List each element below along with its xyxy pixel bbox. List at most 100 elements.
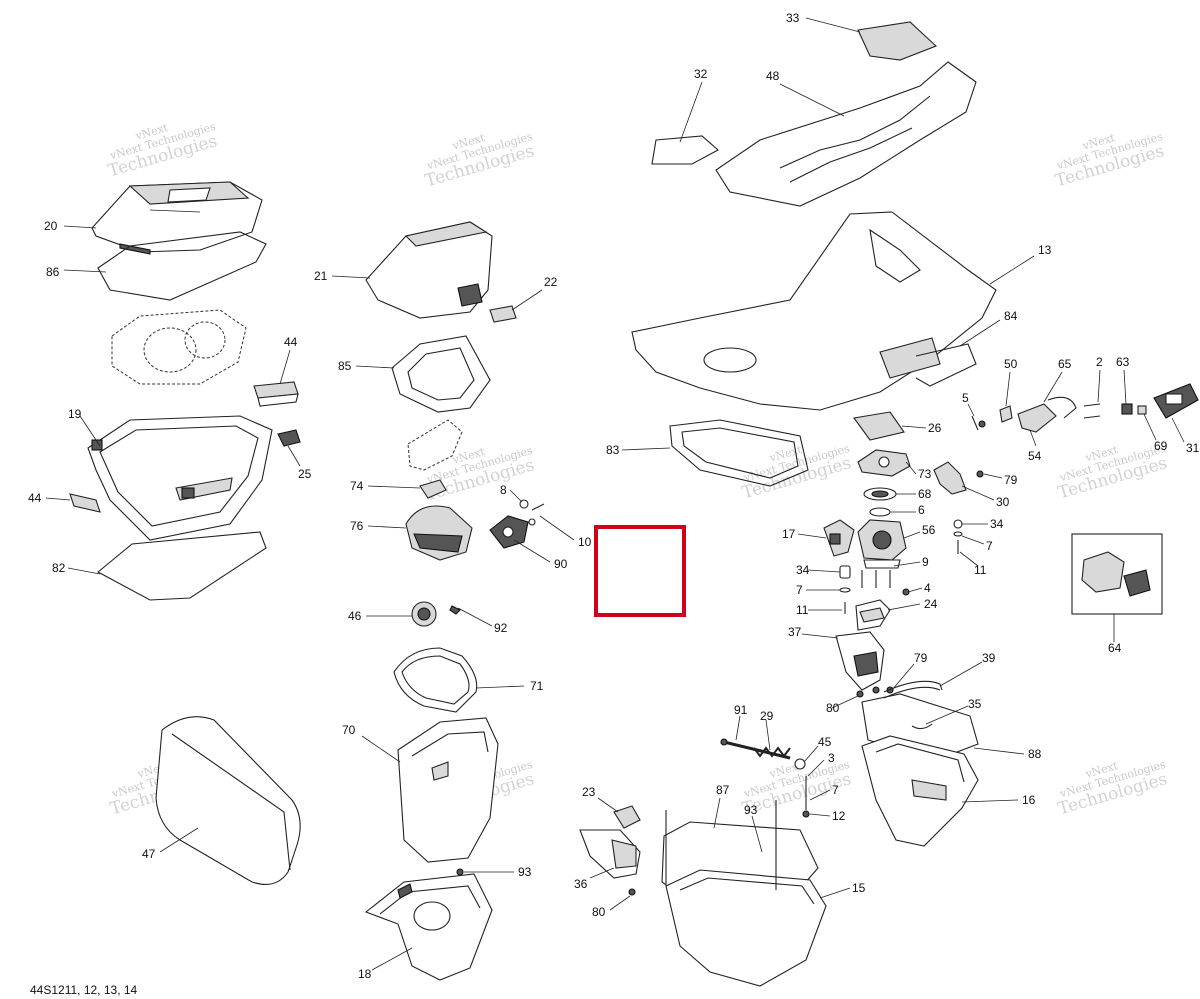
part-36-bracket: [579, 829, 641, 879]
part-92-pin: [449, 605, 461, 615]
part-85-frame: [391, 335, 491, 413]
part-16-lower-tub: [861, 735, 979, 847]
part-74-insert: [419, 479, 447, 499]
callout-31: 31: [1186, 441, 1200, 455]
part-37-latch-bracket: [835, 631, 885, 691]
part-56-lock-mechanism: [857, 519, 907, 569]
part-19-storage-bin: [87, 415, 273, 541]
highlight-box[interactable]: [594, 525, 686, 617]
part-35-clip: [911, 723, 933, 730]
callout-48: 48: [766, 69, 780, 83]
part-39-cable: [883, 680, 943, 699]
screws-9-4: [861, 570, 910, 596]
callout-80-lower: 80: [592, 905, 606, 919]
part-24-base-plate: [855, 599, 891, 631]
part-6-spacer: [869, 507, 891, 517]
part-44-latch-lower: [69, 493, 101, 513]
callout-13: 13: [1038, 243, 1052, 257]
callout-68: 68: [918, 487, 932, 501]
callout-50: 50: [1004, 357, 1018, 371]
dashed-storage-bag: [111, 309, 247, 385]
callout-11-right: 11: [974, 563, 987, 577]
part-20-storage-lid: [91, 181, 263, 255]
callout-90: 90: [554, 557, 568, 571]
callout-93-right: 93: [744, 803, 758, 817]
part-25-clip: [277, 429, 301, 447]
callout-7-right: 7: [986, 539, 993, 553]
callout-44-upper: 44: [284, 335, 298, 349]
callout-91: 91: [734, 703, 748, 717]
part-34-bushing-right: [953, 519, 963, 554]
callout-10: 10: [578, 535, 592, 549]
callout-12: 12: [832, 809, 846, 823]
part-31-end-cap: [1153, 383, 1199, 419]
callout-92: 92: [494, 621, 508, 635]
part-63-nut: [1121, 403, 1133, 415]
part-8-washer: [519, 499, 545, 526]
callout-8: 8: [500, 483, 507, 497]
callout-6: 6: [918, 503, 925, 517]
part-47-seat-cushion: [155, 716, 301, 885]
part-84-grab-handle: [915, 343, 977, 387]
callout-70: 70: [342, 723, 356, 737]
callout-15: 15: [852, 881, 866, 895]
callout-74: 74: [350, 479, 364, 493]
part-34-bushing-left: [839, 565, 851, 614]
callout-3: 3: [828, 751, 835, 765]
part-50-hinge: [999, 405, 1013, 423]
part-46-knob: [411, 601, 437, 627]
part-68-ring: [863, 487, 897, 501]
callout-46: 46: [348, 609, 362, 623]
screws-3-7-12: [802, 776, 810, 818]
part-5-pin: [971, 415, 986, 431]
callout-35: 35: [968, 697, 982, 711]
callout-86: 86: [46, 265, 60, 279]
callout-71: 71: [530, 679, 544, 693]
leader-lines: [45, 17, 1185, 971]
part-26-plate: [853, 411, 905, 441]
callout-39: 39: [982, 651, 996, 665]
callout-64: 64: [1108, 641, 1122, 655]
callout-69: 69: [1154, 439, 1168, 453]
part-69-spacer: [1137, 405, 1147, 415]
part-64-detail-inset: [1071, 533, 1163, 615]
diagram-reference-code: 44S1211, 12, 13, 14: [30, 983, 138, 997]
callout-30: 30: [996, 495, 1010, 509]
part-32-side-decal: [651, 135, 719, 165]
part-82-bin-seal: [97, 531, 267, 601]
callout-34-right: 34: [990, 517, 1004, 531]
part-88-tub-gasket: [861, 693, 979, 761]
callout-24: 24: [924, 597, 938, 611]
callout-33: 33: [786, 11, 800, 25]
callout-36: 36: [574, 877, 588, 891]
callout-82: 82: [52, 561, 66, 575]
part-15-tray: [665, 800, 827, 987]
callout-63: 63: [1116, 355, 1130, 369]
callout-93-left: 93: [518, 865, 532, 879]
callout-79-lower: 79: [914, 651, 928, 665]
callout-56: 56: [922, 523, 936, 537]
callout-37: 37: [788, 625, 802, 639]
callout-45: 45: [818, 735, 832, 749]
part-2-screws: [1083, 403, 1101, 419]
callout-23: 23: [582, 785, 596, 799]
part-21-cover: [365, 221, 493, 319]
callout-88: 88: [1028, 747, 1042, 761]
watermark-4: vNext vNext Technologies Technologies: [1053, 130, 1167, 192]
part-76-handle: [405, 505, 473, 561]
part-73-flange: [857, 449, 911, 477]
dashed-insert: [407, 419, 463, 471]
callout-44-lower: 44: [28, 491, 42, 505]
callout-19: 19: [68, 407, 82, 421]
callout-21: 21: [314, 269, 328, 283]
part-70-storage-box: [397, 717, 499, 863]
callout-34-left: 34: [796, 563, 810, 577]
callout-11-left: 11: [796, 603, 809, 617]
callout-79-upper: 79: [1004, 473, 1018, 487]
part-48-main-decal: [715, 61, 977, 207]
callout-84: 84: [1004, 309, 1018, 323]
watermark-12: vNext vNext Technologies Technologies: [1056, 758, 1170, 820]
callout-87: 87: [716, 783, 730, 797]
part-29-spring: [753, 746, 791, 758]
